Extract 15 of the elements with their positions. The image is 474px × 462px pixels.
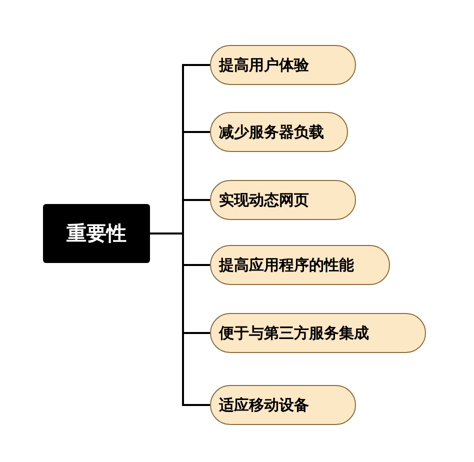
topic-text: 减少服务器负载 (219, 122, 324, 142)
topic-text: 便于与第三方服务集成 (219, 324, 369, 342)
topic-box (210, 112, 348, 152)
topic-box (210, 313, 426, 353)
topic-text: 重要性 (66, 220, 126, 247)
topic-text: 提高应用程序的性能 (219, 256, 354, 274)
topic-text: 提高用户体验 (219, 56, 309, 74)
topic-box (210, 385, 356, 425)
topic-text: 适应移动设备 (219, 396, 309, 414)
topic-box (210, 180, 356, 220)
root-topic-box (43, 204, 150, 263)
topic-text: 实现动态网页 (219, 190, 309, 210)
topic-box (210, 45, 356, 85)
connector-line (150, 232, 210, 406)
topic-box (210, 245, 390, 285)
